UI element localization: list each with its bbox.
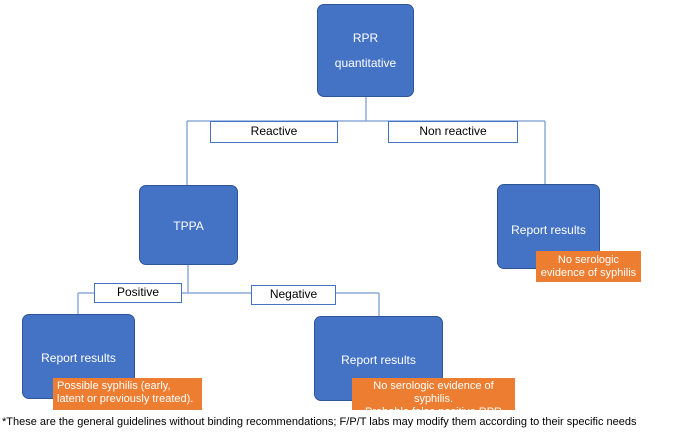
negative-label: Negative [251,285,336,305]
report-results-label: Report results [41,351,116,365]
report-results-label: Report results [511,223,586,237]
no-serologic-evidence-note: No serologic evidence of syphilis [536,251,641,282]
quantitative-label: quantitative [334,56,397,70]
positive-label: Positive [94,283,182,303]
rpr-quantitative-node: RPR quantitative [317,4,414,97]
no-serologic-evidence-text: No serologic evidence of syphilis [540,254,637,279]
tppa-label: TPPA [173,219,204,233]
footnote: *These are the general guidelines withou… [2,416,637,428]
possible-syphilis-text: Possible syphilis (early, latent or prev… [57,380,194,405]
tppa-node: TPPA [139,185,238,265]
rpr-label: RPR [352,31,379,45]
non-reactive-label: Non reactive [388,121,518,143]
false-positive-note: No serologic evidence of syphilis. Proba… [352,378,515,431]
false-positive-line-2: Probable false positive RPR test [365,406,502,431]
possible-syphilis-note: Possible syphilis (early, latent or prev… [53,378,202,410]
report-results-label: Report results [341,353,416,367]
false-positive-line-1: No serologic evidence of syphilis. [373,380,494,405]
reactive-label: Reactive [210,121,338,143]
